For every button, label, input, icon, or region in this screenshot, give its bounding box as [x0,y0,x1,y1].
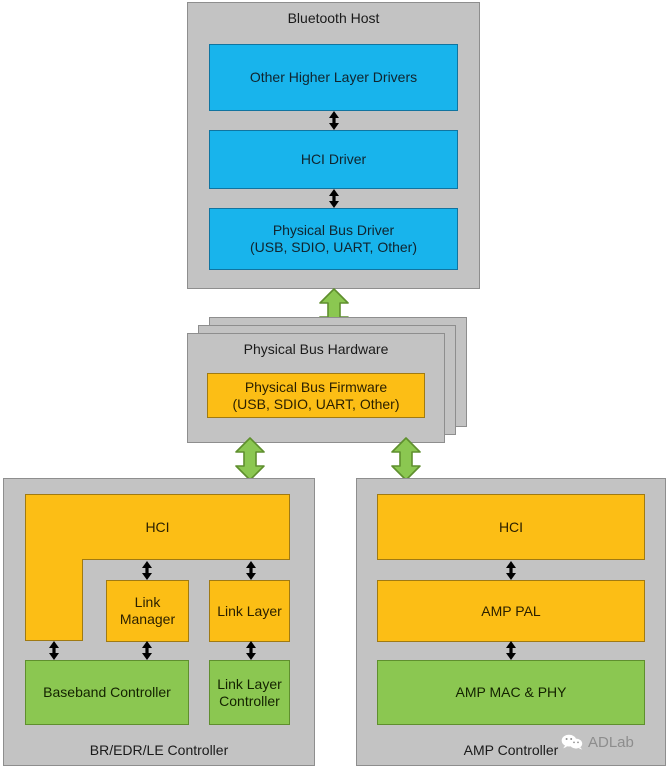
link-layer-controller-box: Link Layer Controller [209,660,290,725]
br-edr-le-hci-shape: HCI [25,494,290,641]
arrow-hci-leg-to-baseband [47,641,61,660]
link-layer-box: Link Layer [209,580,290,642]
physical-bus-driver-label-line1: Physical Bus Driver [272,222,395,239]
hci-driver-label: HCI Driver [300,151,367,168]
link-layer-label: Link Layer [217,602,282,619]
host-arrow-hci-bus [327,189,341,208]
physical-bus-firmware-label-line2: (USB, SDIO, UART, Other) [232,395,400,412]
link-layer-controller-label-line2: Controller [219,692,280,709]
physical-bus-driver-box: Physical Bus Driver (USB, SDIO, UART, Ot… [209,208,458,270]
link-manager-label-line2: Manager [119,611,176,627]
other-higher-layer-drivers-label: Other Higher Layer Drivers [249,69,418,86]
host-arrow-drivers-hci [327,111,341,130]
br-edr-le-hci-leg [25,559,83,641]
hci-driver-box: HCI Driver [209,130,458,189]
amp-mac-phy-label: AMP MAC & PHY [455,684,567,701]
bluetooth-host-title: Bluetooth Host [287,10,380,26]
physical-bus-firmware-box: Physical Bus Firmware (USB, SDIO, UART, … [207,373,425,418]
green-arrow-bus-to-br-edr-le [234,437,266,481]
arrow-amp-pal-to-mac-phy [504,641,518,660]
amp-pal-box: AMP PAL [377,580,645,642]
watermark-label: ADLab [588,734,634,751]
green-arrow-bus-to-amp [390,437,422,481]
br-edr-le-hci-arm [25,494,290,560]
link-manager-box: Link Manager [106,580,189,642]
arrow-link-manager-to-baseband [140,641,154,660]
adlab-watermark: ADLab [561,734,634,751]
link-manager-label-line1: Link [134,594,161,611]
other-higher-layer-drivers-box: Other Higher Layer Drivers [209,44,458,111]
br-edr-le-hci-label: HCI [145,519,170,535]
bus-hardware-title: Physical Bus Hardware [243,341,389,357]
arrow-hci-to-link-manager [140,561,154,580]
amp-mac-phy-box: AMP MAC & PHY [377,660,645,725]
arrow-hci-to-link-layer [244,561,258,580]
amp-hci-box: HCI [377,494,645,560]
physical-bus-driver-label-line2: (USB, SDIO, UART, Other) [250,239,417,255]
arrow-link-layer-to-link-layer-controller [244,641,258,660]
amp-hci-label: HCI [498,518,524,535]
br-edr-le-controller-title: BR/EDR/LE Controller [89,742,229,758]
baseband-controller-label: Baseband Controller [43,684,171,701]
link-layer-controller-label-line1: Link Layer [217,675,282,692]
baseband-controller-box: Baseband Controller [25,660,189,725]
arrow-amp-hci-to-pal [504,561,518,580]
physical-bus-firmware-label-line1: Physical Bus Firmware [244,378,388,395]
amp-controller-title: AMP Controller [463,742,559,758]
wechat-icon [561,734,583,751]
amp-pal-label: AMP PAL [481,602,541,619]
